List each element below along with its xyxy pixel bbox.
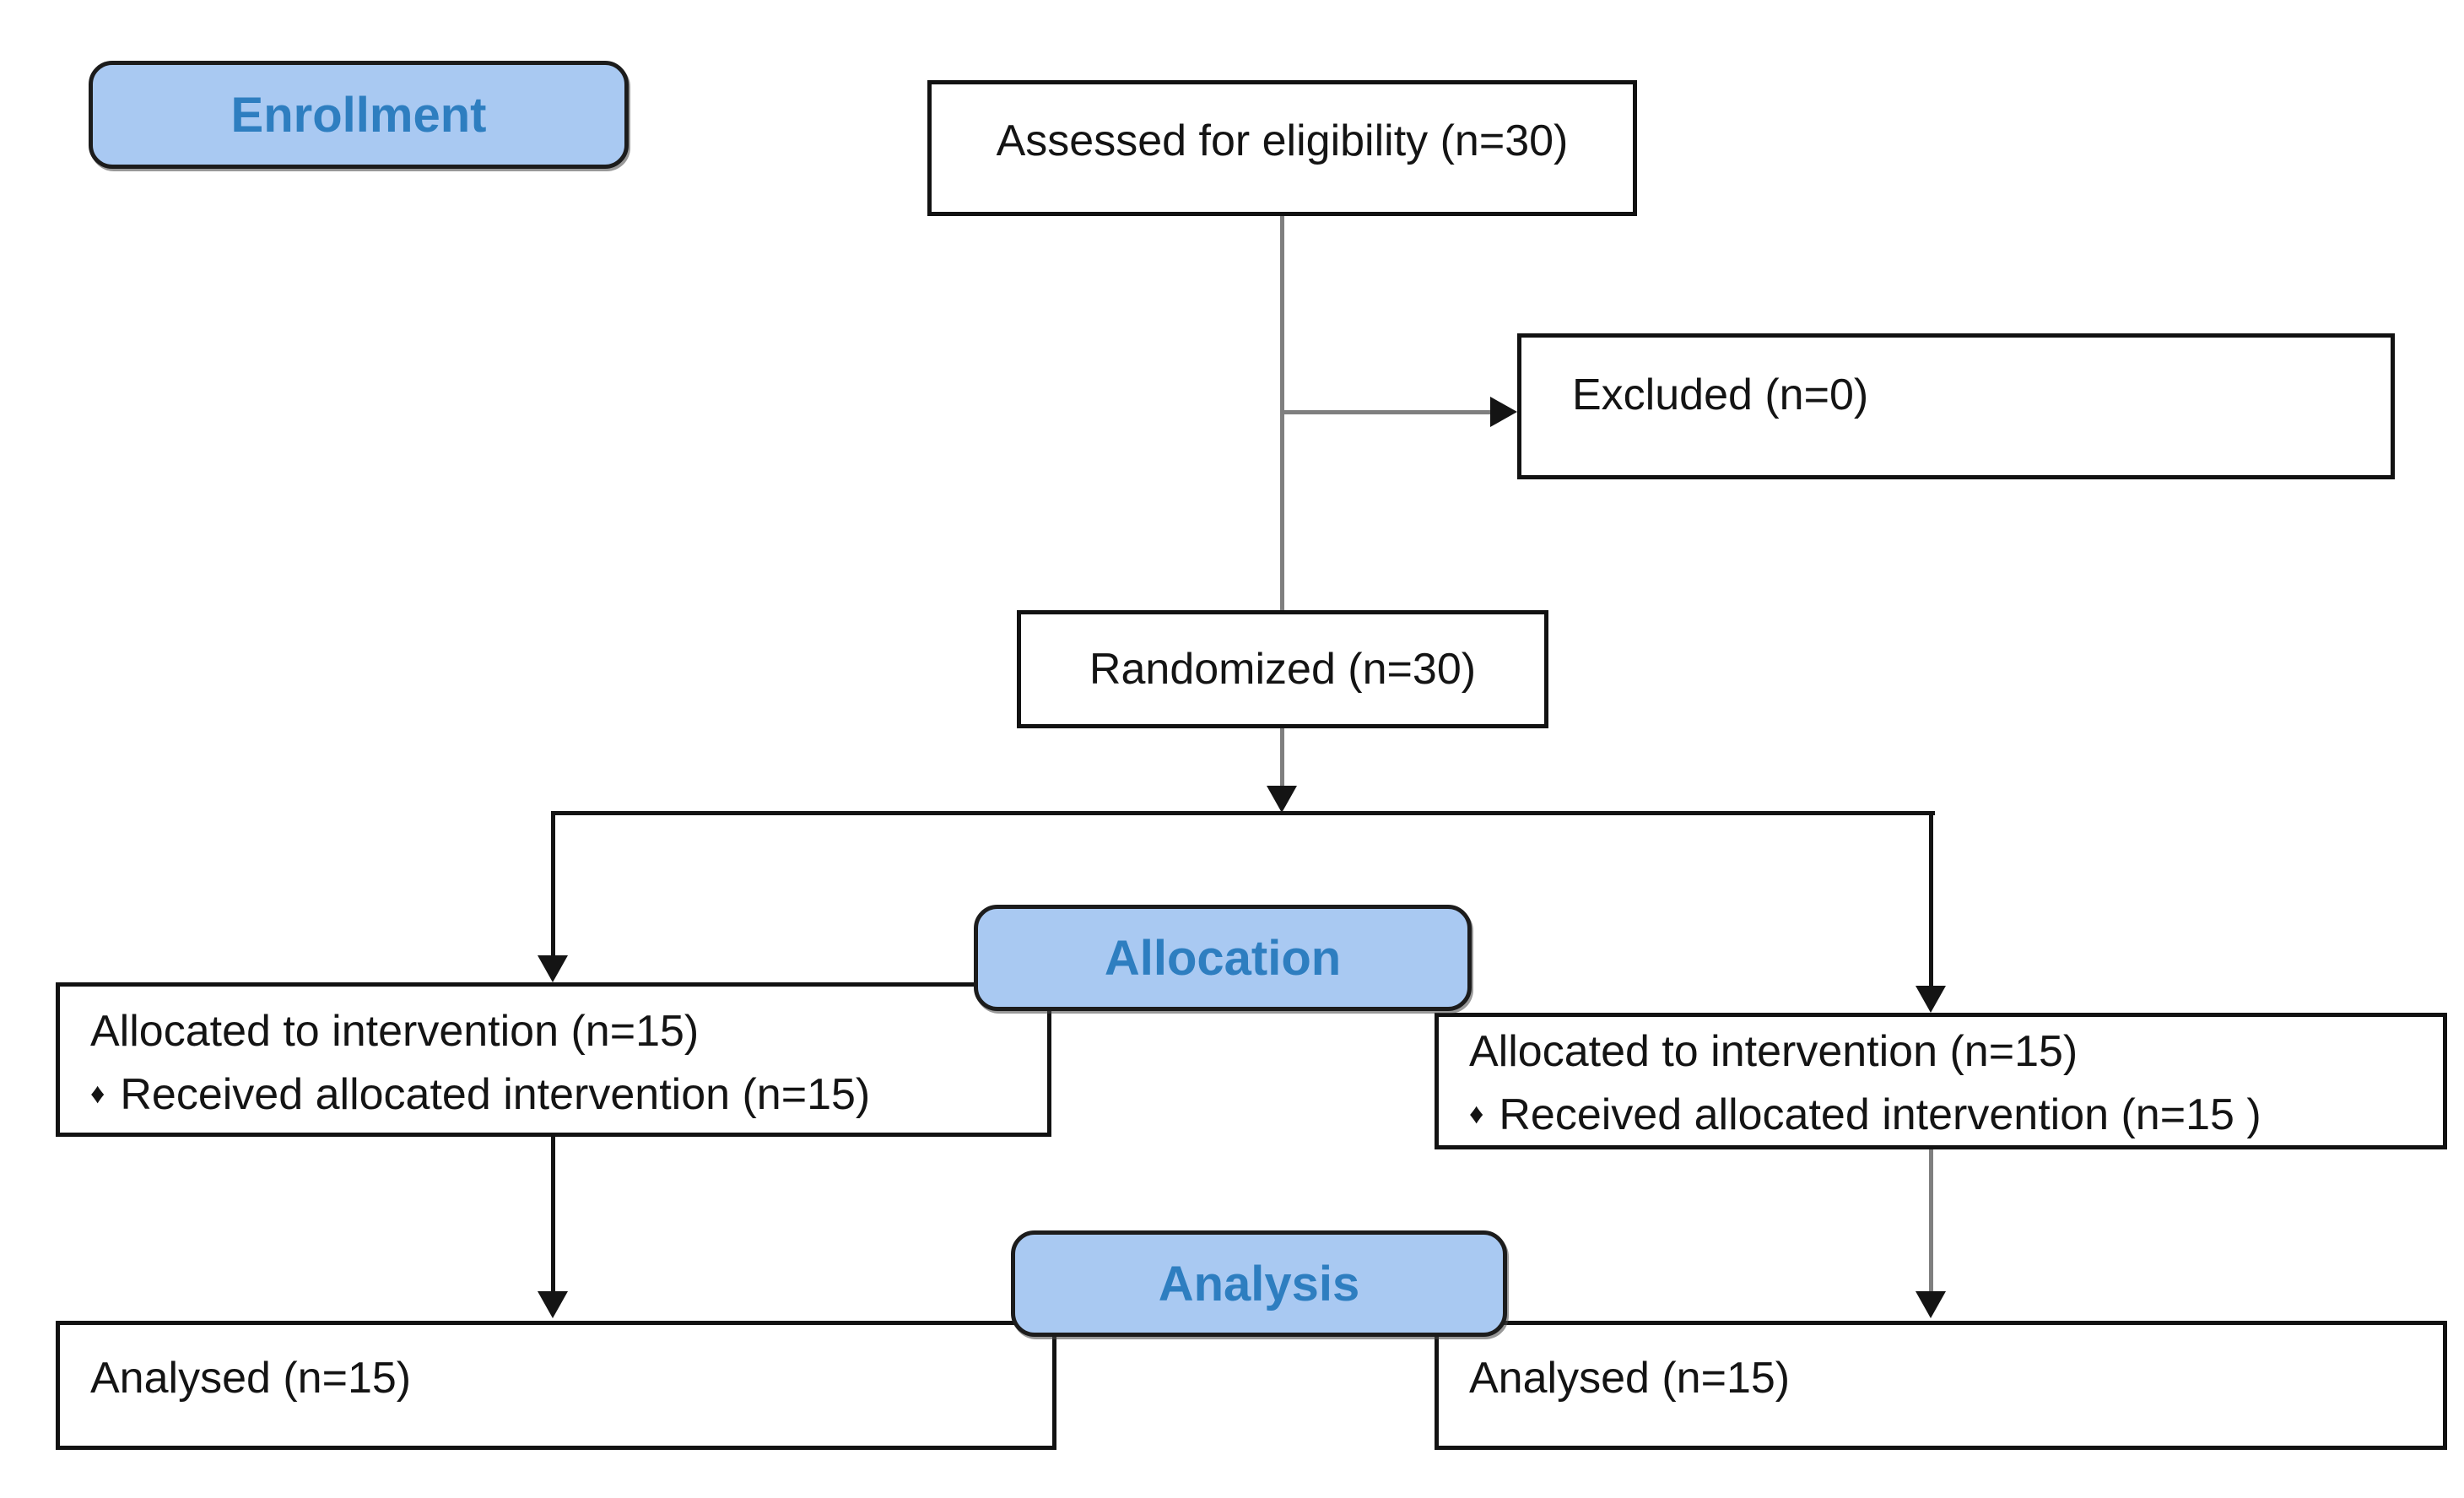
- analysis-stage-text: Analysis: [1158, 1256, 1360, 1311]
- allocated-left-line2: ♦ Received allocated intervention (n=15): [90, 1063, 1047, 1126]
- allocated-right-line1-text: Allocated to intervention (n=15): [1469, 1027, 2078, 1076]
- allocation-stage-label: Allocation: [974, 905, 1472, 1011]
- allocated-right-line2-text: Received allocated intervention (n=15 ): [1499, 1090, 2261, 1139]
- analysis-stage-label: Analysis: [1011, 1230, 1507, 1337]
- allocated-right-box: Allocated to intervention (n=15) ♦ Receiv…: [1435, 1013, 2447, 1149]
- diamond-bullet-icon: ♦: [90, 1078, 105, 1110]
- excluded-text: Excluded (n=0): [1572, 370, 1869, 420]
- arrowhead-alloc-right: [1916, 986, 1946, 1013]
- analysed-left-box: Analysed (n=15): [56, 1321, 1056, 1450]
- analysed-right-box: Analysed (n=15): [1435, 1321, 2447, 1450]
- assessed-box: Assessed for eligibility (n=30): [927, 80, 1637, 216]
- connector-allocleft-to-analysis: [551, 1137, 555, 1293]
- diamond-bullet-icon: ♦: [1469, 1098, 1484, 1130]
- analysed-left-text: Analysed (n=15): [90, 1354, 412, 1403]
- connector-to-excluded: [1280, 410, 1493, 414]
- connector-randomized-to-branch: [1280, 728, 1284, 789]
- connector-allocright-to-analysis: [1929, 1149, 1933, 1293]
- arrowhead-excluded: [1490, 397, 1517, 427]
- enrollment-stage-text: Enrollment: [230, 87, 487, 143]
- excluded-box: Excluded (n=0): [1517, 333, 2395, 479]
- branch-line: [553, 811, 1935, 815]
- branch-left-line: [551, 811, 555, 957]
- analysed-right-text: Analysed (n=15): [1469, 1354, 1791, 1403]
- randomized-box: Randomized (n=30): [1017, 610, 1548, 728]
- allocated-left-line1: Allocated to intervention (n=15): [90, 1000, 1047, 1063]
- branch-right-line: [1929, 811, 1933, 987]
- allocated-left-line1-text: Allocated to intervention (n=15): [90, 1007, 700, 1056]
- arrowhead-analysed-right: [1916, 1291, 1946, 1318]
- arrowhead-branch: [1267, 786, 1297, 813]
- randomized-text: Randomized (n=30): [1089, 644, 1477, 694]
- allocated-left-box: Allocated to intervention (n=15) ♦ Receiv…: [56, 982, 1051, 1137]
- allocated-left-line2-text: Received allocated intervention (n=15): [120, 1070, 871, 1119]
- allocated-right-line1: Allocated to intervention (n=15): [1469, 1020, 2443, 1083]
- assessed-text: Assessed for eligibility (n=30): [996, 116, 1569, 166]
- allocated-right-line2: ♦ Received allocated intervention (n=15 ): [1469, 1083, 2443, 1146]
- arrowhead-analysed-left: [538, 1291, 568, 1318]
- arrowhead-alloc-left: [538, 955, 568, 982]
- enrollment-stage-label: Enrollment: [89, 61, 629, 169]
- allocation-stage-text: Allocation: [1104, 930, 1342, 986]
